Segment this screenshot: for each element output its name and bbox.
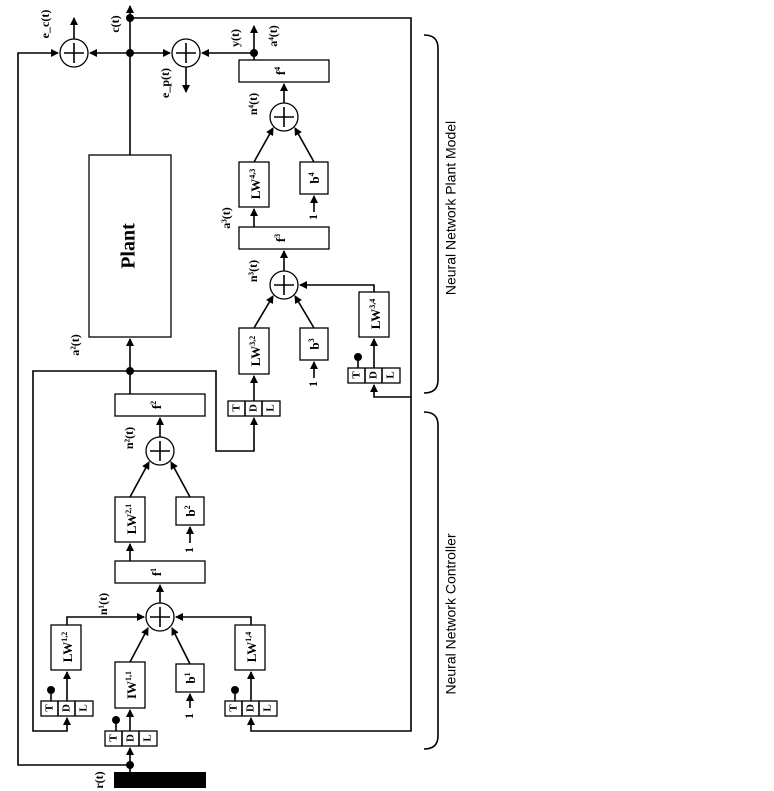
signal-label-r: r(t)	[92, 771, 106, 788]
signal-label-n3: n³(t)	[246, 260, 260, 282]
controller-bracket	[423, 411, 439, 750]
svg-text:L: L	[262, 704, 274, 711]
svg-text:b1: b1	[183, 672, 198, 683]
svg-text:L: L	[385, 371, 397, 378]
signal-label-c: c(t)	[108, 15, 122, 32]
lw34-block: LW3,4	[358, 291, 390, 338]
svg-text:T: T	[351, 371, 363, 379]
bias-input-1: 1	[182, 713, 196, 719]
b3-block: b3	[299, 327, 329, 361]
junction-dots	[47, 14, 362, 769]
tdl-block-lw14: T D L	[224, 700, 278, 717]
svg-text:IW1,1: IW1,1	[124, 671, 139, 699]
svg-text:D: D	[125, 734, 137, 742]
svg-text:T: T	[108, 734, 120, 742]
sum-junction-controller-2	[145, 436, 175, 466]
sum-junction-ec	[59, 38, 89, 68]
svg-text:L: L	[142, 734, 154, 741]
tdl-block-lw32: T D L	[227, 400, 281, 417]
svg-text:LW2,1: LW2,1	[124, 504, 139, 534]
svg-text:L: L	[265, 404, 277, 411]
reference-input-block	[114, 772, 206, 788]
lw14-block: LW1,4	[234, 624, 266, 671]
svg-text:f3: f3	[273, 234, 288, 242]
iw11-block: IW1,1	[114, 661, 146, 709]
lw32-block: LW3,2	[238, 327, 270, 375]
plant-model-section-label: Neural Network Plant Model	[443, 121, 459, 295]
svg-text:LW1,4: LW1,4	[244, 632, 259, 662]
svg-text:T: T	[228, 704, 240, 712]
signal-label-n2: n²(t)	[122, 427, 136, 449]
bias-input-4: 1	[306, 214, 320, 220]
b1-block: b1	[175, 663, 205, 693]
svg-text:D: D	[245, 704, 257, 712]
sum-junction-plant-4	[269, 102, 299, 132]
svg-text:f4: f4	[273, 67, 288, 75]
b4-block: b4	[299, 161, 329, 195]
lw12-block: LW1,2	[50, 624, 82, 671]
svg-text:L: L	[78, 704, 90, 711]
sum-junction-ep	[171, 38, 201, 68]
signal-label-y: y(t)	[228, 29, 242, 47]
f4-block: f4	[238, 59, 330, 83]
sum-junction-controller-1	[145, 602, 175, 632]
signal-wires	[17, 5, 412, 772]
svg-text:D: D	[248, 404, 260, 412]
svg-text:LW4,3: LW4,3	[248, 169, 263, 199]
svg-text:b3: b3	[307, 338, 322, 349]
tdl-block-lw34: T D L	[347, 367, 401, 384]
svg-text:f1: f1	[149, 568, 164, 576]
signal-label-n1: n¹(t)	[96, 593, 110, 615]
svg-text:T: T	[231, 404, 243, 412]
signal-label-ec: e_c(t)	[38, 10, 52, 39]
f3-block: f3	[238, 226, 330, 250]
f1-block: f1	[114, 560, 206, 584]
tdl-block-lw12: T D L	[40, 700, 94, 717]
controller-section-label: Neural Network Controller	[443, 533, 459, 694]
bias-input-2: 1	[182, 547, 196, 553]
svg-text:Plant: Plant	[118, 223, 140, 269]
b2-block: b2	[175, 496, 205, 526]
tdl-block-iw11: T D L	[104, 730, 158, 747]
bias-input-3: 1	[306, 381, 320, 387]
signal-label-n4: n⁴(t)	[246, 93, 260, 115]
sum-junction-plant-3	[269, 270, 299, 300]
svg-text:LW1,2: LW1,2	[60, 632, 75, 662]
signal-label-a3: a³(t)	[219, 207, 233, 229]
svg-text:D: D	[61, 704, 73, 712]
svg-text:LW3,4: LW3,4	[368, 299, 383, 329]
svg-text:T: T	[44, 704, 56, 712]
lw21-block: LW2,1	[114, 496, 146, 543]
plant-block: Plant	[88, 154, 172, 338]
svg-text:b4: b4	[307, 172, 322, 183]
lw43-block: LW4,3	[238, 161, 270, 208]
plant-model-bracket	[423, 34, 439, 394]
f2-block: f2	[114, 393, 206, 417]
signal-label-a4: a⁴(t)	[266, 25, 280, 47]
svg-text:f2: f2	[149, 401, 164, 409]
svg-text:LW3,2: LW3,2	[248, 336, 263, 366]
signal-label-a2: a²(t)	[68, 334, 82, 356]
signal-label-ep: e_p(t)	[158, 68, 172, 98]
svg-text:b2: b2	[183, 505, 198, 516]
svg-text:D: D	[368, 371, 380, 379]
